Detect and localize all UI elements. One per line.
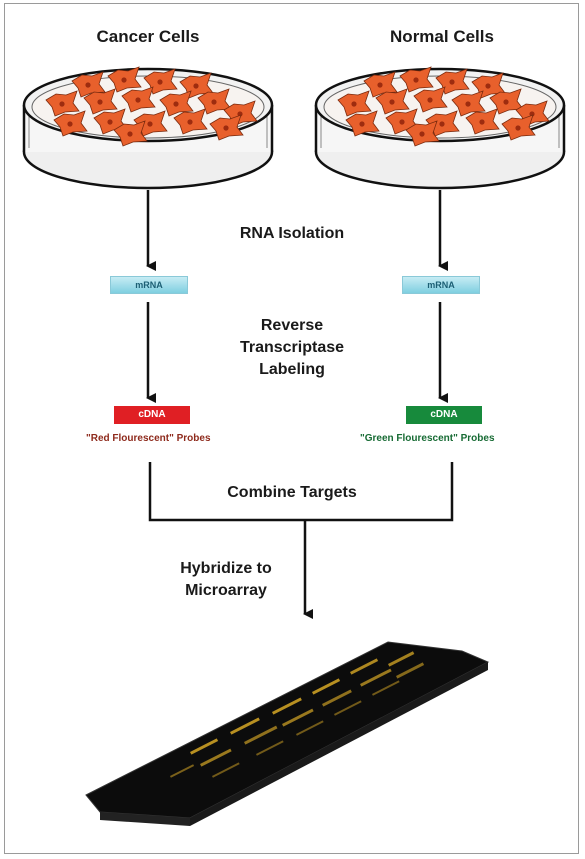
green-probe-caption: "Green Flourescent" Probes	[360, 433, 495, 444]
microarray-spots	[169, 651, 425, 778]
hybridize-line-1: Hybridize to	[180, 560, 272, 577]
hybridize-label: Hybridize to Microarray	[156, 558, 296, 602]
cancer-cells-title: Cancer Cells	[96, 27, 200, 46]
left-mrna-label: mRNA	[110, 276, 188, 294]
combine-bracket	[148, 462, 454, 522]
hybridize-line-2: Microarray	[185, 582, 267, 599]
rna-isolation-label: RNA Isolation	[239, 225, 345, 242]
normal-cells-title: Normal Cells	[390, 27, 494, 46]
rt-line-2: Transcriptase	[239, 339, 345, 356]
microarray-slide	[85, 641, 490, 826]
rt-line-1: Reverse	[260, 317, 324, 334]
reverse-transcriptase-labeling-label: Reverse Transcriptase Labeling	[212, 315, 372, 381]
right-mrna-label: mRNA	[402, 276, 480, 294]
left-cdna-label: cDNA	[114, 406, 190, 424]
combine-targets-label: Combine Targets	[227, 484, 357, 501]
cancer-cells-petri-dish	[22, 66, 274, 190]
rt-line-3: Labeling	[259, 361, 325, 378]
right-cdna-label: cDNA	[406, 406, 482, 424]
red-probe-caption: "Red Flourescent" Probes	[86, 433, 211, 444]
normal-cells-petri-dish	[314, 66, 566, 190]
